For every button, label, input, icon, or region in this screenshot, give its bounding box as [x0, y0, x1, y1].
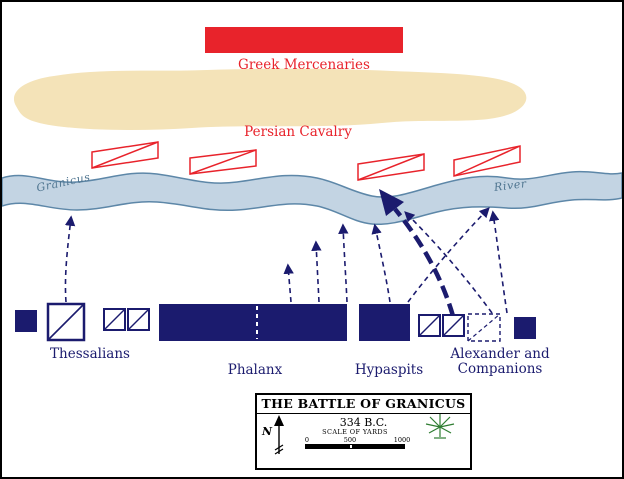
scale-tick-1000: 1000	[393, 436, 411, 444]
advance-arrows	[64, 207, 508, 314]
tree-icon	[422, 411, 458, 443]
companion-square-unit-a	[418, 314, 441, 337]
persian-cavalry-unit-2	[189, 149, 257, 175]
alexander-companions-label-line2: Companions	[457, 361, 543, 377]
legend-date: 334 B.C.	[339, 416, 388, 429]
compass-n-label: N	[262, 425, 273, 438]
compass: N	[262, 412, 290, 460]
persian-cavalry-label: Persian Cavalry	[244, 124, 352, 140]
hypaspits-unit	[359, 304, 410, 341]
scale-tick-500: 500	[343, 436, 357, 444]
highland-shape	[13, 68, 527, 130]
granicus-river	[2, 170, 622, 226]
thessalians-label: Thessalians	[50, 346, 130, 362]
greek-mercenaries-label: Greek Mercenaries	[238, 57, 370, 73]
advance-arrow-cross-right	[407, 207, 490, 303]
cavalry-square-unit-b	[127, 308, 150, 331]
tree-icon-graphic	[425, 414, 455, 439]
thessalians-unit	[46, 302, 86, 342]
scale-label: SCALE OF YARDS	[322, 428, 388, 436]
scale-bar	[305, 444, 405, 449]
scale-ticks: 0 500 1000	[304, 436, 410, 444]
advance-arrow-phalanx-3	[338, 223, 349, 303]
persian-cavalry-unit-4	[453, 145, 521, 177]
macedonian-left-square-unit	[15, 310, 37, 332]
persian-cavalry-unit-3	[357, 153, 425, 181]
cavalry-square-unit-a	[103, 308, 126, 331]
alexander-companions-label-line1: Alexander and	[450, 346, 550, 362]
hypaspits-label: Hypaspits	[354, 362, 424, 378]
advance-arrow-cross-left	[404, 211, 493, 314]
advance-arrow-phalanx-2	[311, 240, 322, 303]
persian-cavalry-unit-1	[91, 141, 159, 169]
macedonian-right-square-unit	[514, 317, 536, 339]
phalanx-unit	[159, 304, 347, 341]
companion-ghost-unit	[467, 313, 501, 342]
advance-arrow-thessalians	[64, 215, 76, 303]
scale-tick-0: 0	[304, 436, 310, 444]
scale-of-yards: SCALE OF YARDS 0 500 1000	[304, 428, 410, 449]
north-arrow-icon	[274, 415, 284, 455]
map-legend: THE BATTLE OF GRANICUS 334 B.C. N	[255, 393, 472, 470]
advance-arrow-hypaspits	[371, 223, 391, 303]
advance-arrow-phalanx-1	[283, 263, 294, 303]
advance-arrow-companions	[488, 210, 508, 314]
alexander-attack-arrow	[379, 189, 456, 317]
phalanx-label: Phalanx	[227, 362, 283, 378]
greek-mercenaries-unit	[205, 27, 403, 53]
scale-bar-divider	[350, 445, 352, 448]
companion-square-unit-b	[442, 314, 465, 337]
legend-title: THE BATTLE OF GRANICUS	[257, 395, 470, 414]
